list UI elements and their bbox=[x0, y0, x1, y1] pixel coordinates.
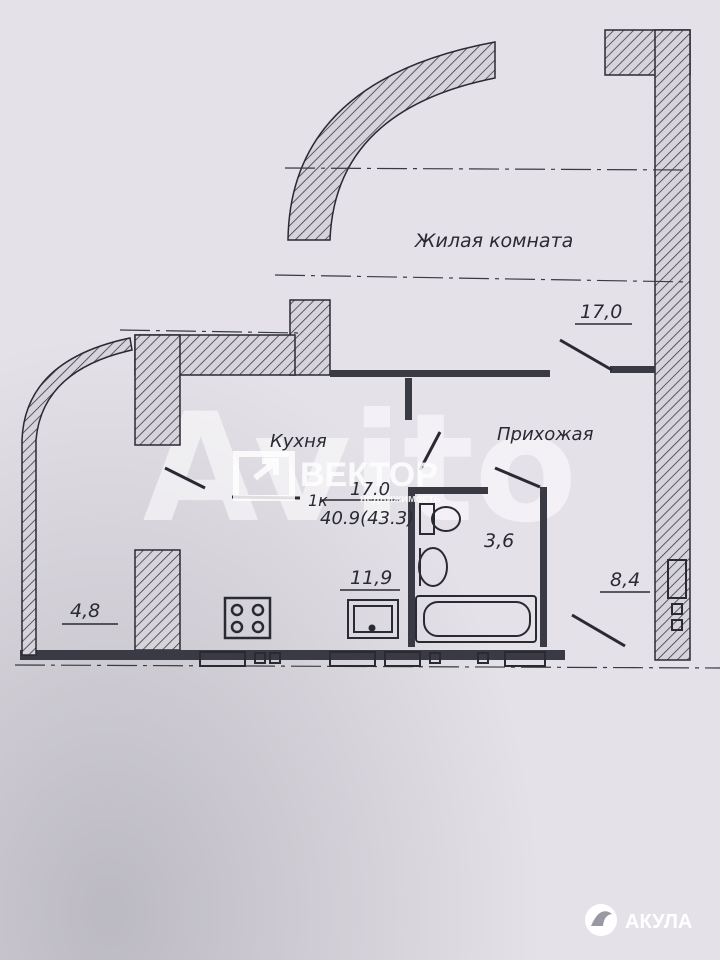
stove-icon bbox=[223, 596, 272, 640]
toilet-icon bbox=[419, 503, 461, 535]
avito-watermark: Avito bbox=[143, 382, 578, 556]
living-area-total: 17.0 bbox=[350, 479, 390, 500]
total-area: 40.9(43.3) bbox=[320, 508, 414, 529]
door-living bbox=[559, 338, 613, 372]
living-room-name: Жилая комната bbox=[414, 230, 573, 252]
wall-living-left bbox=[289, 299, 331, 376]
kitchen-name: Кухня bbox=[270, 431, 327, 452]
wall-kitchen-left-upper bbox=[134, 334, 181, 446]
meter-box bbox=[667, 559, 687, 631]
axis-lines bbox=[14, 167, 720, 669]
kitchen-sink-icon bbox=[347, 599, 399, 639]
wall-bath-left bbox=[408, 487, 415, 647]
loggia-area: 4,8 bbox=[70, 600, 100, 622]
bathtub-icon bbox=[415, 595, 537, 643]
radiators bbox=[199, 651, 546, 667]
wall-bath-top bbox=[408, 487, 488, 494]
bathroom-area: 3,6 bbox=[484, 530, 514, 552]
kitchen-area: 11,9 bbox=[350, 567, 392, 589]
wall-living-hall bbox=[610, 366, 655, 373]
wall-bottom bbox=[20, 650, 565, 660]
loggia-curved-wall bbox=[21, 337, 133, 656]
walls bbox=[20, 29, 691, 661]
door-entrance bbox=[571, 613, 626, 648]
akula-logo: АКУЛА bbox=[585, 904, 692, 936]
vektor-logo-icon bbox=[233, 451, 295, 501]
vektor-subtitle: недвижимость bbox=[360, 493, 441, 505]
curved-wall-top bbox=[287, 41, 496, 241]
wall-living-kitchen bbox=[330, 370, 550, 377]
hallway-area: 8,4 bbox=[610, 569, 640, 591]
wall-kitchen-left-lower bbox=[134, 549, 181, 651]
hallway-name: Прихожая bbox=[497, 424, 594, 445]
door-kitchen bbox=[164, 466, 206, 490]
wall-right bbox=[654, 29, 691, 661]
door-hall bbox=[418, 431, 442, 471]
vektor-logo: ВЕКТОР недвижимость bbox=[233, 451, 441, 505]
wall-partition bbox=[405, 378, 412, 420]
unit-type: 1к bbox=[308, 491, 328, 510]
wall-bath-right bbox=[540, 487, 547, 647]
vektor-brand: ВЕКТОР bbox=[300, 456, 438, 494]
washbasin-icon bbox=[418, 547, 448, 587]
akula-text: АКУЛА bbox=[625, 911, 692, 933]
door-bath bbox=[494, 466, 541, 489]
living-room-area: 17,0 bbox=[580, 301, 622, 323]
